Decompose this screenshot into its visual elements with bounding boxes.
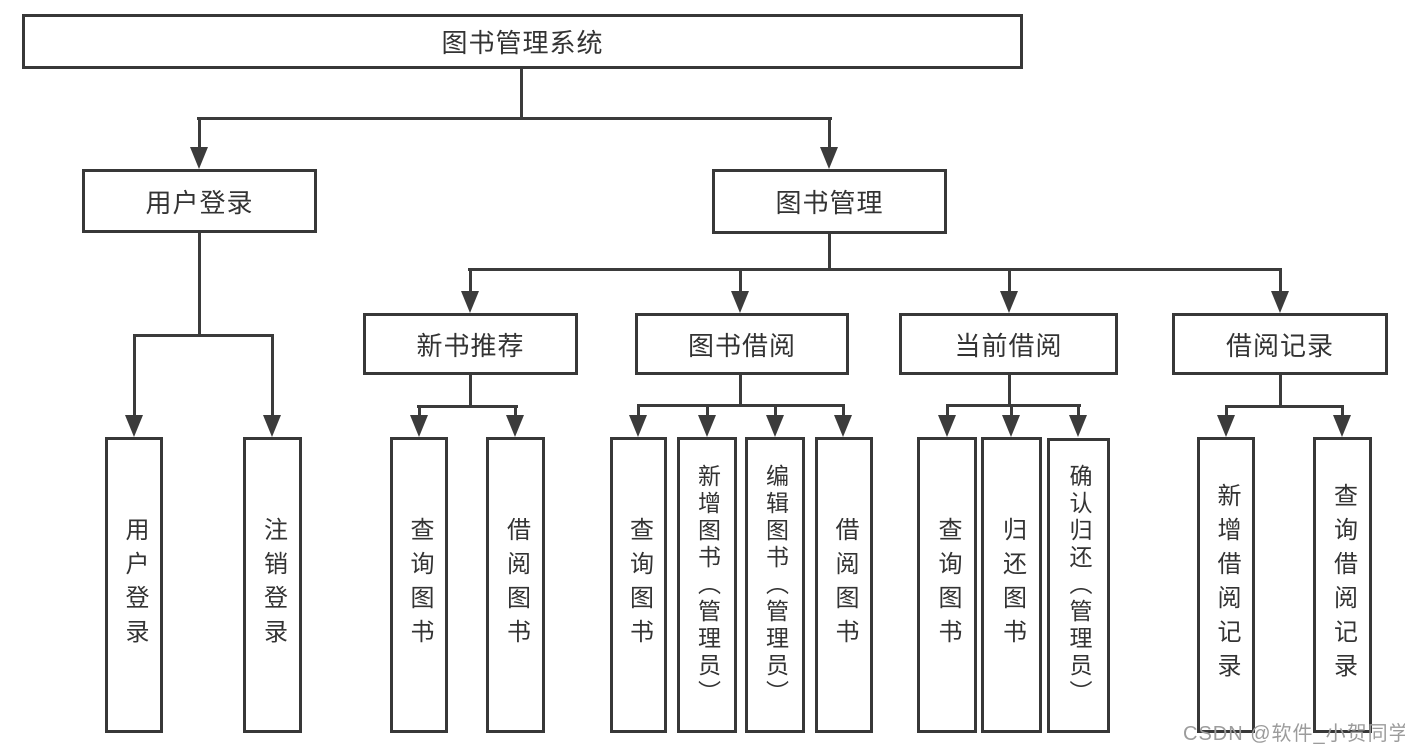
leaf-label: 新增借阅记录 (1213, 483, 1240, 687)
connector-drop (1341, 405, 1344, 419)
connector-stem-borrow-records (1279, 375, 1282, 408)
arrowhead-book-management (820, 147, 838, 169)
connector-drop (706, 404, 709, 419)
connector-drop (1010, 404, 1013, 419)
connector-bar-new-book (417, 405, 518, 408)
connector-drop-user-login (198, 117, 201, 151)
leaf-borrow-books: 借阅图书 (815, 437, 873, 733)
node-new-book-recommend: 新书推荐 (363, 313, 578, 375)
leaf-label: 借阅图书 (831, 517, 858, 653)
connector-user-login-bar (133, 334, 274, 337)
node-label: 用户登录 (145, 187, 254, 218)
connector-bar-current-borrow (946, 404, 1081, 407)
leaf-user-login: 用户登录 (105, 437, 163, 733)
leaf-confirm-return-admin: 确认归还（管理员） (1047, 438, 1110, 733)
connector-drop-book-borrow (739, 268, 742, 294)
connector-drop-new-book (469, 268, 472, 294)
node-label: 新书推荐 (416, 330, 525, 361)
connector-drop-book-management (828, 117, 831, 151)
node-user-login: 用户登录 (82, 169, 317, 233)
leaf-label: 归还图书 (998, 517, 1026, 653)
arrowhead-leaf (629, 415, 647, 437)
connector-drop (418, 405, 421, 419)
connector-bar-borrow-records (1225, 405, 1344, 408)
connector-level2-bar (197, 117, 832, 120)
connector-drop (637, 404, 640, 419)
node-library-management-system: 图书管理系统 (22, 14, 1023, 69)
arrowhead-current-borrow (1000, 291, 1018, 313)
arrowhead-leaf (834, 415, 852, 437)
connector-drop-login-leaf (133, 334, 136, 418)
arrowhead-leaf (766, 415, 784, 437)
connector-stem-book-borrow (739, 375, 742, 406)
leaf-return-books: 归还图书 (981, 437, 1042, 733)
connector-drop (514, 405, 517, 419)
connector-bar-book-borrow (637, 404, 845, 407)
arrowhead-borrow-records (1271, 291, 1289, 313)
arrowhead-user-login (190, 147, 208, 169)
arrowhead-leaf (938, 415, 956, 437)
connector-drop-borrow-records (1279, 268, 1282, 294)
leaf-edit-books-admin: 编辑图书（管理员） (745, 437, 805, 733)
connector-root-stem (520, 69, 523, 118)
leaf-add-borrow-record: 新增借阅记录 (1197, 437, 1255, 733)
arrowhead-leaf (1002, 415, 1020, 437)
connector-drop (1225, 405, 1228, 419)
arrowhead-leaf (1069, 415, 1087, 437)
node-label: 图书管理 (775, 188, 884, 218)
arrowhead-leaf (1333, 415, 1351, 437)
leaf-label: 查询图书 (934, 517, 961, 653)
connector-book-mgmt-stem (828, 234, 831, 271)
leaf-label: 注销登录 (259, 517, 287, 653)
connector-drop-current-borrow (1008, 268, 1011, 294)
leaf-label: 确认归还（管理员） (1066, 464, 1092, 707)
arrowhead-leaf (1217, 415, 1235, 437)
leaf-label: 新增图书（管理员） (694, 463, 721, 707)
leaf-query-books-current: 查询图书 (917, 437, 977, 733)
node-book-borrowing: 图书借阅 (635, 313, 849, 375)
connector-drop-logout-leaf (271, 334, 274, 418)
connector-drop (1077, 404, 1080, 419)
arrowhead-book-borrow (731, 291, 749, 313)
leaf-label: 用户登录 (121, 517, 148, 653)
leaf-query-borrow-record: 查询借阅记录 (1313, 437, 1372, 733)
arrowhead-logout-leaf (263, 415, 281, 437)
connector-drop (774, 404, 777, 419)
leaf-label: 编辑图书（管理员） (762, 463, 789, 707)
arrowhead-login-leaf (125, 415, 143, 437)
arrowhead-leaf (410, 415, 428, 437)
leaf-label: 查询图书 (406, 517, 433, 653)
leaf-query-books-borrowing: 查询图书 (610, 437, 667, 733)
leaf-add-books-admin: 新增图书（管理员） (677, 437, 737, 733)
connector-drop (842, 404, 845, 419)
leaf-label: 查询借阅记录 (1329, 483, 1357, 687)
connector-stem-new-book (469, 375, 472, 408)
node-label: 借阅记录 (1225, 330, 1334, 361)
node-label: 图书借阅 (687, 330, 796, 361)
csdn-watermark: CSDN @软件_小贺同学 (1183, 723, 1405, 745)
node-borrowing-records: 借阅记录 (1172, 313, 1388, 375)
node-book-management: 图书管理 (712, 169, 947, 234)
leaf-label: 查询图书 (625, 517, 653, 653)
connector-user-login-stem (198, 233, 201, 336)
connector-drop (946, 404, 949, 419)
node-current-borrowing: 当前借阅 (899, 313, 1118, 375)
connector-level3-bar (468, 268, 1282, 271)
connector-stem-current-borrow (1008, 375, 1011, 406)
leaf-logout: 注销登录 (243, 437, 302, 733)
node-label: 当前借阅 (954, 330, 1063, 361)
arrowhead-new-book (461, 291, 479, 313)
leaf-label: 借阅图书 (502, 517, 530, 653)
leaf-borrow-books-recommend: 借阅图书 (486, 437, 545, 733)
arrowhead-leaf (698, 415, 716, 437)
node-label: 图书管理系统 (441, 28, 604, 58)
leaf-query-books-recommend: 查询图书 (390, 437, 448, 733)
arrowhead-leaf (506, 415, 524, 437)
